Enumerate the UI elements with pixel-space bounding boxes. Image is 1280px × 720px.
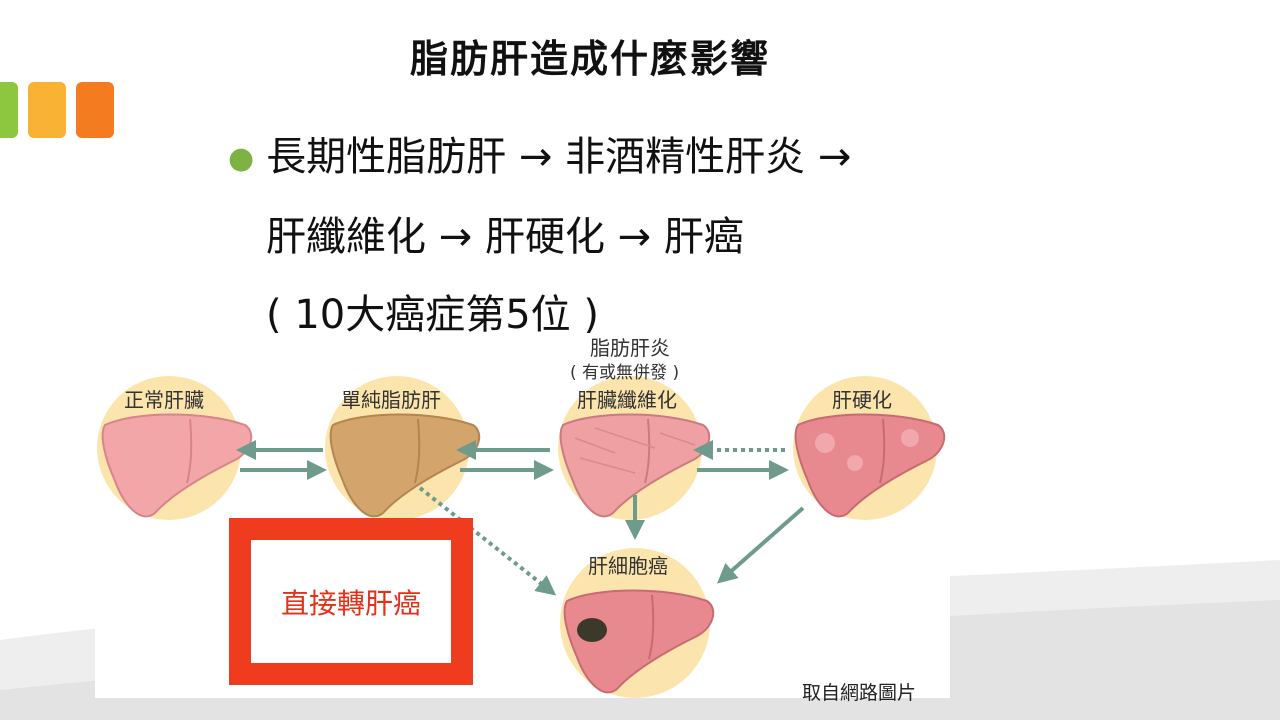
image-credit: 取自網路圖片 (802, 682, 917, 704)
bullet-continuation: ( 10大癌症第5位 ) (266, 292, 599, 338)
fatty-liver-icon (329, 413, 481, 518)
highlight-text: 直接轉肝癌 (280, 586, 421, 620)
bullet-dot-icon: ● (228, 141, 255, 176)
label-fatty-liver: 單純脂肪肝 (341, 388, 441, 412)
bullet-continuation: 肝纖維化 → 肝硬化 → 肝癌 (266, 214, 744, 260)
label-hepatitis-title: 脂肪肝炎 (590, 336, 670, 360)
cirrhosis-liver-icon (794, 413, 946, 518)
yellow-square (28, 82, 66, 138)
normal-liver-icon (101, 413, 253, 518)
liver-progression-figure (95, 333, 950, 698)
bullet-item: ● 長期性脂肪肝 → 非酒精性肝炎 → (228, 118, 851, 198)
fibrosis-liver-icon (559, 413, 711, 518)
slide-title: 脂肪肝造成什麼影響 (409, 37, 770, 81)
bullet-list: ● 長期性脂肪肝 → 非酒精性肝炎 → 肝纖維化 → 肝硬化 → 肝癌 ( 10大… (228, 118, 851, 354)
orange-square (76, 82, 114, 138)
green-square (0, 82, 18, 138)
liver-diagram (97, 376, 946, 698)
label-liver-fibrosis: 肝臟纖維化 (577, 388, 677, 412)
highlight-box: 直接轉肝癌 (229, 518, 473, 685)
label-cirrhosis: 肝硬化 (832, 388, 892, 412)
tumor-icon (577, 618, 607, 642)
label-liver-cancer: 肝細胞癌 (588, 554, 668, 578)
cancer-liver-icon (563, 589, 715, 694)
label-normal-liver: 正常肝臟 (124, 388, 204, 412)
label-hepatitis-note: ( 有或無併發 ) (570, 363, 680, 383)
bullet-line-1: 長期性脂肪肝 → 非酒精性肝炎 → (266, 134, 852, 180)
arrow-cirrhosis-to-cancer (716, 506, 805, 584)
